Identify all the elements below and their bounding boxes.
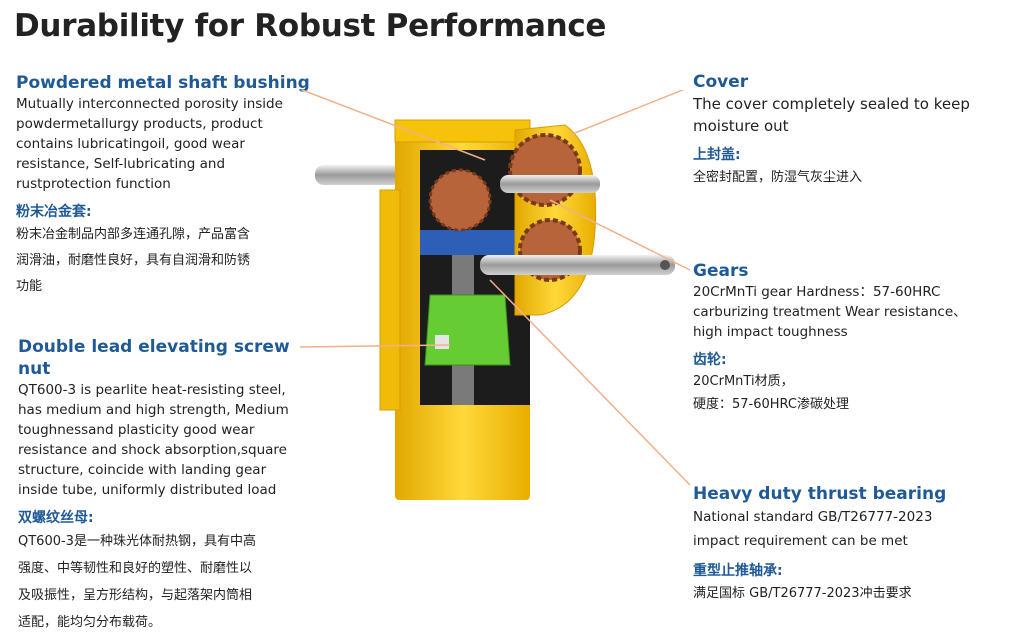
screw-nut-title-zh: 双螺纹丝母: bbox=[18, 510, 94, 526]
screw-nut bbox=[424, 294, 511, 366]
bearing-description: National standard GB/T26777-2023 impact … bbox=[693, 509, 933, 549]
gears-description: 20CrMnTi gear Hardness：57-60HRC carburiz… bbox=[693, 284, 967, 340]
bevel-gear bbox=[428, 168, 492, 232]
upper-shaft bbox=[500, 175, 600, 193]
leader-line-gears bbox=[549, 199, 691, 271]
cover-description: The cover completely sealed to keep mois… bbox=[693, 95, 970, 135]
page-title: Durability for Robust Performance bbox=[14, 8, 607, 44]
gear-upper bbox=[508, 133, 582, 207]
leader-line-nut bbox=[300, 344, 451, 348]
bearing-description-zh: 满足国标 GB/T26777-2023冲击要求 bbox=[693, 586, 912, 601]
cover-title: Cover bbox=[693, 72, 749, 92]
bearing-title: Heavy duty thrust bearing bbox=[693, 484, 947, 504]
screw-nut-title: Double lead elevating screw nut bbox=[18, 337, 290, 379]
bushing-section: Powdered metal shaft bushing Mutually in… bbox=[16, 72, 316, 300]
bearing-section: Heavy duty thrust bearing National stand… bbox=[693, 483, 1023, 606]
leader-line-cover bbox=[569, 90, 685, 136]
landing-gear-illustration bbox=[300, 90, 691, 500]
input-shaft bbox=[315, 165, 410, 185]
gears-description-zh: 20CrMnTi材质， 硬度：57-60HRC渗碳处理 bbox=[693, 374, 850, 412]
gears-title-zh: 齿轮: bbox=[693, 352, 727, 368]
bearing-plate bbox=[420, 230, 530, 255]
bearing-title-zh: 重型止推轴承: bbox=[693, 563, 783, 579]
bushing-description-zh: 粉末冶金制品内部多连通孔隙，产品富含 润滑油，耐磨性良好，具有自润滑和防锈 功能 bbox=[16, 227, 251, 294]
bushing-title: Powdered metal shaft bushing bbox=[16, 73, 310, 93]
gears-title: Gears bbox=[693, 261, 749, 281]
cover-title-zh: 上封盖: bbox=[693, 147, 741, 163]
leader-line-bearing bbox=[489, 279, 691, 486]
screw-nut-description-zh: QT600-3是一种珠光体耐热钢，具有中高 强度、中等韧性和良好的塑性、耐磨性以… bbox=[18, 534, 256, 630]
screw-nut-description: QT600-3 is pearlite heat-resisting steel… bbox=[18, 382, 289, 498]
cover-description-zh: 全密封配置，防湿气灰尘进入 bbox=[693, 170, 863, 185]
housing-side-flange bbox=[379, 189, 401, 411]
leader-line-bushing bbox=[300, 90, 486, 161]
bushing-title-zh: 粉末冶金套: bbox=[16, 204, 92, 220]
gears-section: Gears 20CrMnTi gear Hardness：57-60HRC ca… bbox=[693, 260, 1023, 416]
screw-nut-section: Double lead elevating screw nut QT600-3 … bbox=[18, 336, 318, 636]
cover-section: Cover The cover completely sealed to kee… bbox=[693, 71, 1023, 190]
bushing-description: Mutually interconnected porosity inside … bbox=[16, 96, 283, 192]
output-shaft bbox=[480, 255, 675, 275]
